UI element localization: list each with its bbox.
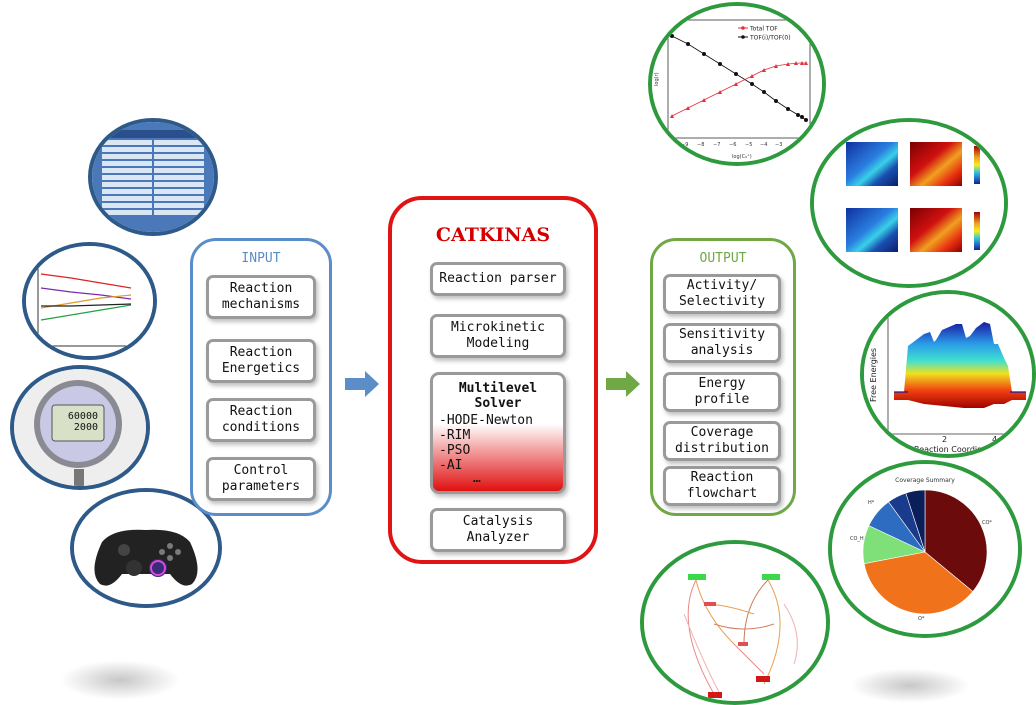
output-item-sensitivity-analysis: Sensitivity analysis xyxy=(663,323,781,363)
tof-xtick: −5 xyxy=(745,142,752,148)
table-graphic xyxy=(92,122,214,232)
solver-method-hode-newton: -HODE-Newton xyxy=(439,413,533,428)
energy-ylabel: Free Energies xyxy=(869,348,878,402)
solver-method-ellipsis: … xyxy=(473,471,481,486)
energy-xtick: 4 xyxy=(992,435,997,444)
solver-title: Multilevel Solver xyxy=(458,381,538,411)
reaction-parser-box: Reaction parser xyxy=(430,262,566,296)
output-panel: OUTPUT Activity/ Selectivity Sensitivity… xyxy=(650,238,796,516)
pie-slice xyxy=(863,551,974,615)
catkinas-title: CATKINAS xyxy=(435,224,551,246)
gauge-reading: 60000 2000 xyxy=(60,411,98,433)
output-item-coverage-distribution: Coverage distribution xyxy=(663,421,781,461)
shadow-left xyxy=(60,660,180,700)
catalysis-analyzer-box: Catalysis Analyzer xyxy=(430,508,566,552)
gauge-line-2: 2000 xyxy=(73,422,98,433)
pie-title: Coverage Summary xyxy=(895,477,955,484)
tof-ylabel: log(r) xyxy=(654,72,660,86)
tof-xtick: −4 xyxy=(760,142,767,148)
tof-legend-total: Total TOF xyxy=(749,26,778,33)
tof-legend-ratio: TOF(i)/TOF(0) xyxy=(749,35,791,42)
input-item-reaction-energetics: Reaction Energetics xyxy=(206,339,316,383)
tof-xtick: −7 xyxy=(713,142,720,148)
flowchart-graphic xyxy=(644,544,826,701)
tof-xtick: −9 xyxy=(681,142,688,148)
energy-xlabel: Reaction Coordinate xyxy=(914,445,995,454)
pie-slice xyxy=(905,489,926,553)
sensitivity-heatmap-image xyxy=(810,118,1008,288)
tof-chart-graphic: Total TOF TOF(i)/TOF(0) log(r) log(C₀⁺) … xyxy=(652,6,822,162)
tof-xtick: −10 xyxy=(666,142,677,148)
pie-slice xyxy=(924,489,988,592)
arrow-right-icon xyxy=(345,371,379,397)
energetics-plot-image xyxy=(22,242,157,360)
catkinas-panel: CATKINAS Reaction parser Microkinetic Mo… xyxy=(388,196,598,564)
tof-xtick: −6 xyxy=(729,142,736,148)
tof-chart-image: Total TOF TOF(i)/TOF(0) log(r) log(C₀⁺) … xyxy=(648,2,826,166)
input-item-reaction-conditions: Reaction conditions xyxy=(206,398,316,442)
input-panel-title: INPUT xyxy=(241,251,281,266)
tof-xtick: −3 xyxy=(775,142,782,148)
gamepad-icon xyxy=(74,492,218,604)
pie-label: CO_H xyxy=(850,536,864,542)
pie-chart-graphic: Coverage Summary CO* O* CO_H H* xyxy=(832,464,1018,634)
control-parameters-image xyxy=(70,488,222,608)
energy-xtick: 2 xyxy=(942,435,947,444)
output-panel-title: OUTPUT xyxy=(699,251,747,266)
solver-methods: -HODE-Newton -RIM -PSO -AI … xyxy=(439,413,533,485)
energy-profile-graphic: Free Energies Reaction Coordinate 2 4 xyxy=(864,294,1032,454)
input-item-control-parameters: Control parameters xyxy=(206,457,316,501)
tof-xtick: −2 xyxy=(790,142,797,148)
mechanism-table-image xyxy=(88,118,218,236)
reaction-flowchart-image xyxy=(640,540,830,705)
energetics-graphic xyxy=(26,246,153,356)
solver-method-rim: -RIM xyxy=(439,428,471,443)
pie-label: H* xyxy=(868,500,875,506)
microkinetic-modeling-box: Microkinetic Modeling xyxy=(430,314,566,358)
output-item-reaction-flowchart: Reaction flowchart xyxy=(663,466,781,506)
pie-slices xyxy=(862,489,988,615)
gauge-line-1: 60000 xyxy=(67,411,98,422)
input-panel: INPUT Reaction mechanisms Reaction Energ… xyxy=(190,238,332,516)
multilevel-solver-box: Multilevel Solver -HODE-Newton -RIM -PSO… xyxy=(430,372,566,494)
gauge-image: 60000 2000 xyxy=(10,365,150,490)
pie-label: O* xyxy=(918,616,925,622)
heatmap-graphic xyxy=(814,122,1004,284)
pie-label: CO* xyxy=(982,520,992,526)
tof-xtick: −8 xyxy=(697,142,704,148)
energy-profile-image: Free Energies Reaction Coordinate 2 4 xyxy=(860,290,1036,458)
input-item-reaction-mechanisms: Reaction mechanisms xyxy=(206,275,316,319)
arrow-right-icon xyxy=(606,371,640,397)
solver-method-ai: -AI xyxy=(439,458,463,473)
tof-xlabel: log(C₀⁺) xyxy=(732,154,752,160)
output-item-energy-profile: Energy profile xyxy=(663,372,781,412)
shadow-right xyxy=(850,668,970,703)
output-item-activity-selectivity: Activity/ Selectivity xyxy=(663,274,781,314)
solver-method-pso: -PSO xyxy=(439,443,471,458)
coverage-pie-image: Coverage Summary CO* O* CO_H H* xyxy=(828,460,1022,638)
tof-xtick: −1 xyxy=(802,142,809,148)
pressure-gauge-icon xyxy=(14,369,146,486)
